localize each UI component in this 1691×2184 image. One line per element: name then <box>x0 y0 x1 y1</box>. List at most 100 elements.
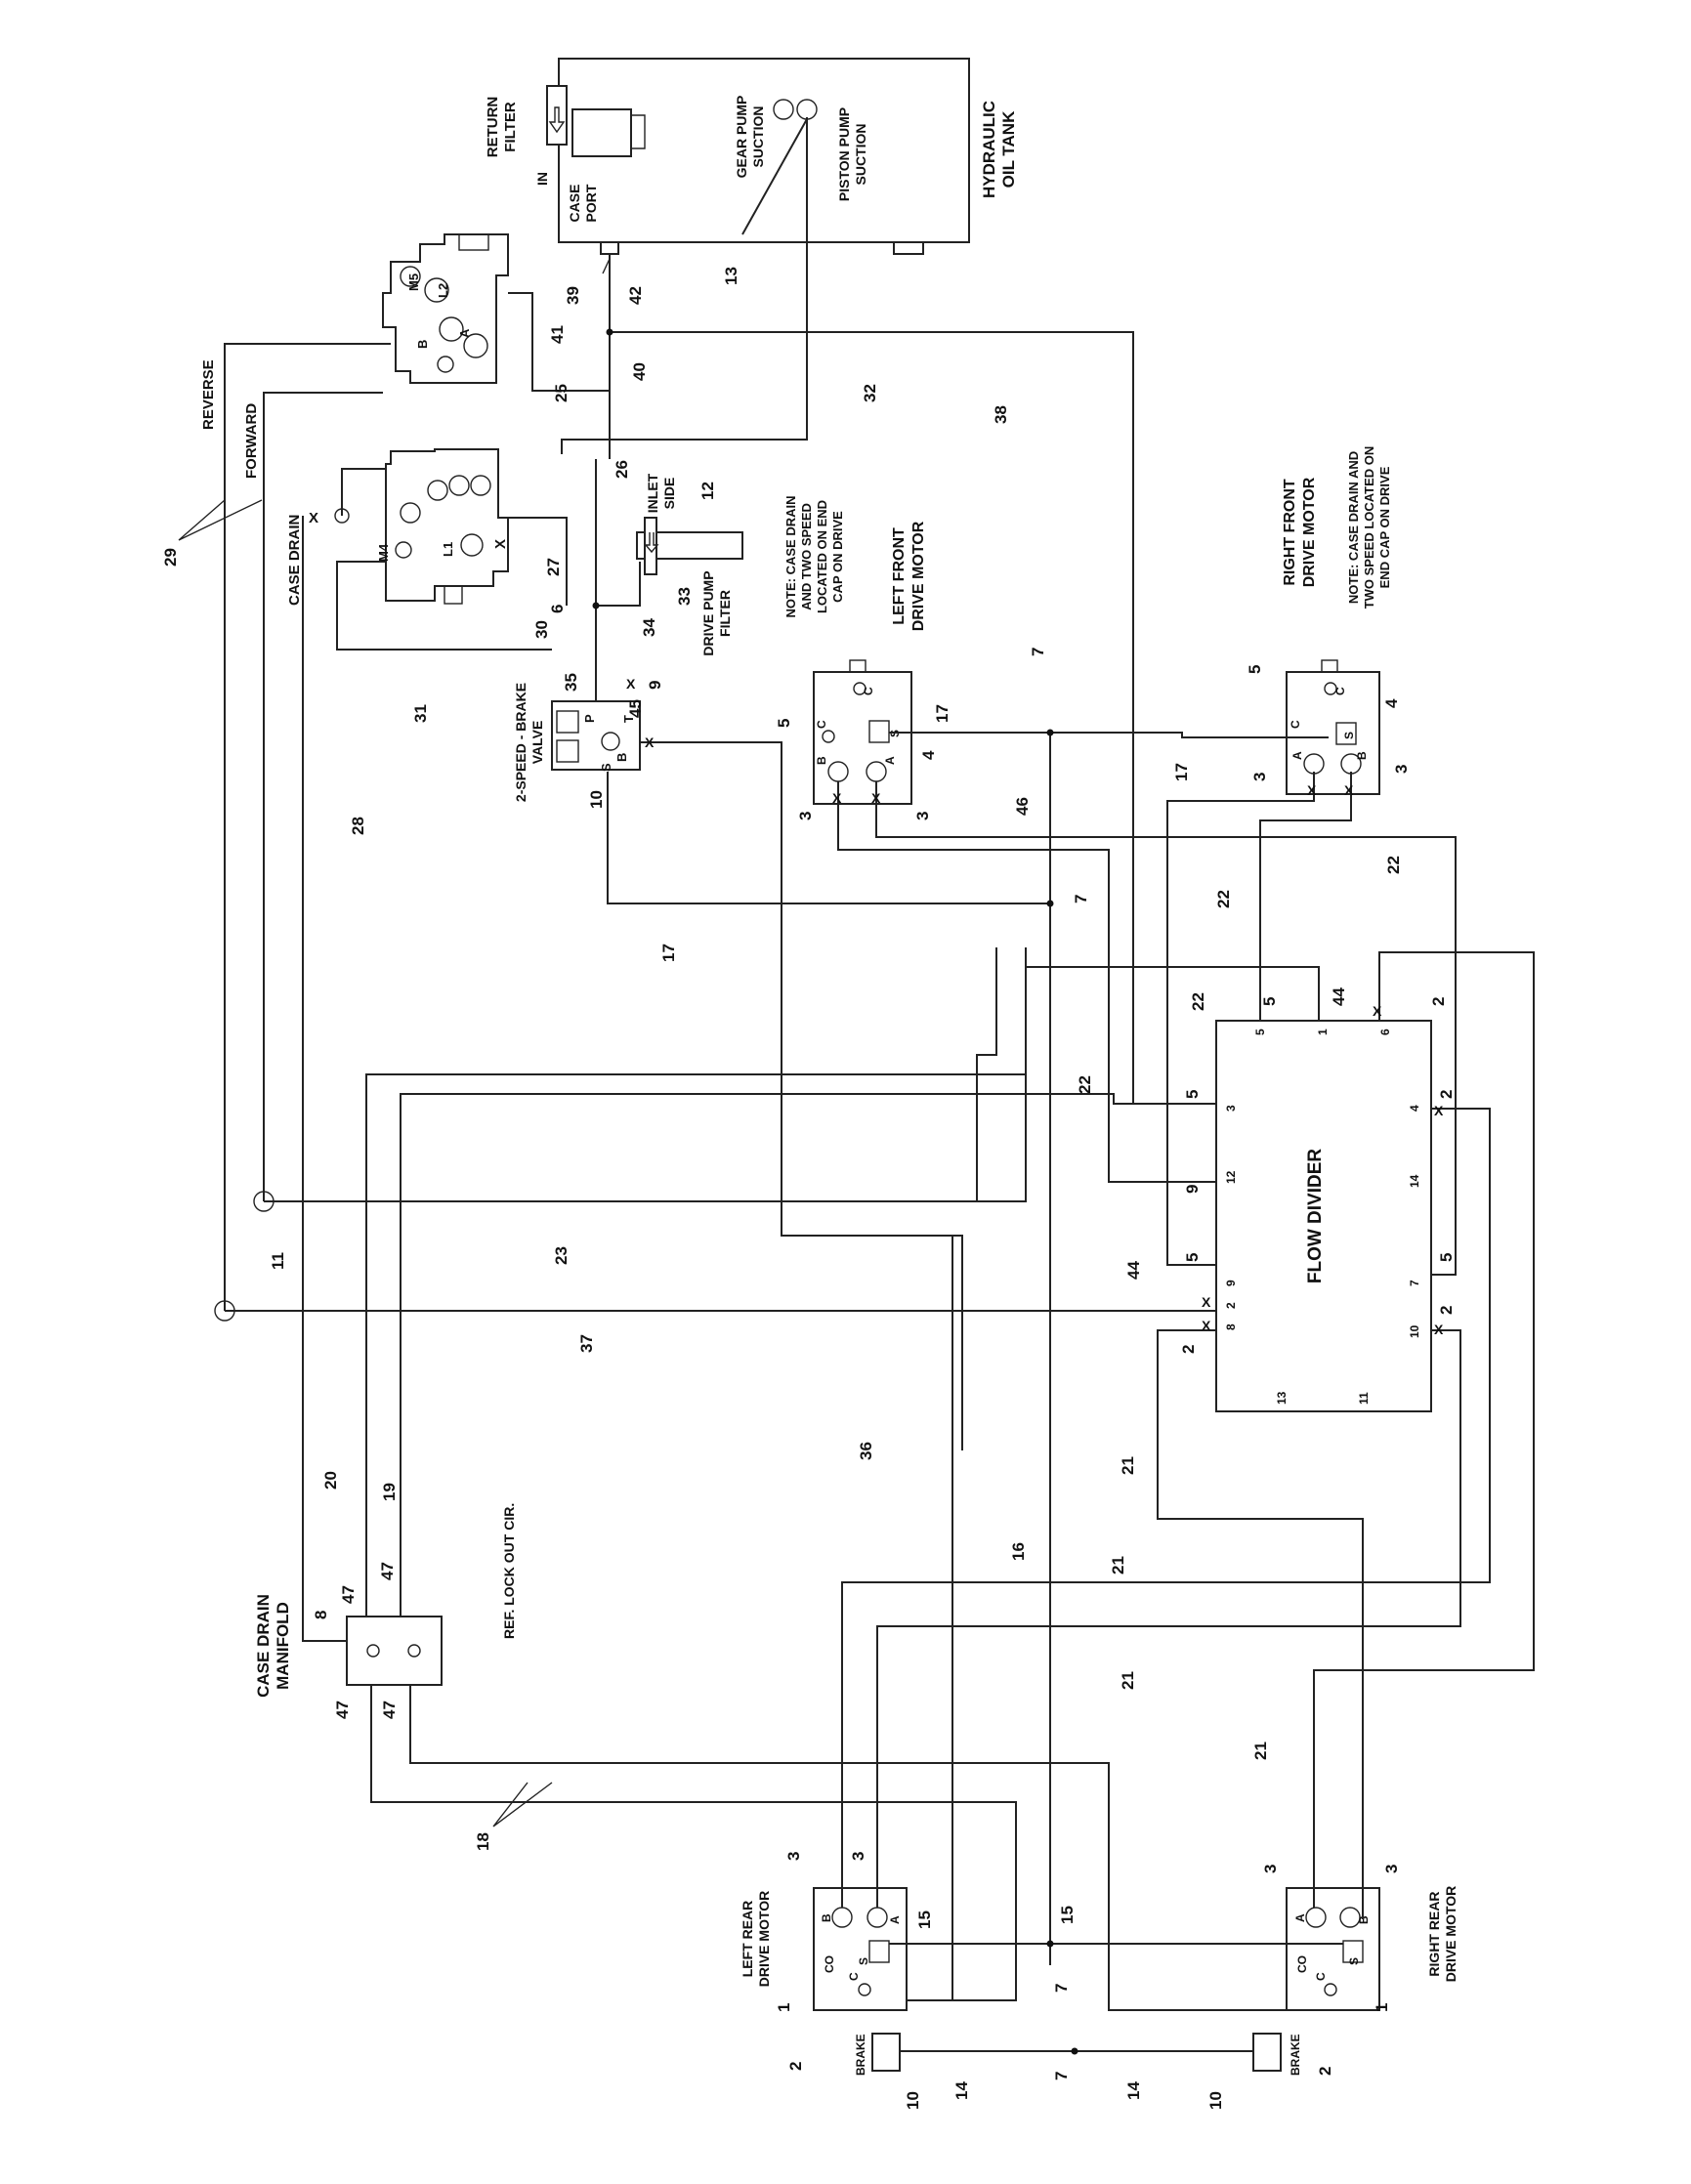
callout-14a: 14 <box>952 2081 971 2100</box>
fd-port-9: 9 <box>1224 1280 1238 1286</box>
fitting-case-drain <box>334 508 350 524</box>
callout-26: 26 <box>613 460 631 479</box>
x-mark-case-drain: X <box>309 510 318 526</box>
rf-title-1: RIGHT FRONT <box>1282 479 1298 586</box>
brake-right: BRAKE <box>1252 2033 1302 2076</box>
callout-2a: 2 <box>1429 997 1448 1006</box>
fd-port-10: 10 <box>1408 1324 1421 1338</box>
callout-17c: 17 <box>1172 763 1191 781</box>
lr-port-s: S <box>857 1957 870 1965</box>
callout-5a: 5 <box>775 719 793 728</box>
callout-3d: 3 <box>1392 765 1411 774</box>
callout-31: 31 <box>411 704 430 723</box>
x-mark-lf-a: X <box>871 790 881 806</box>
callout-3g: 3 <box>1261 1865 1280 1873</box>
tank-title-1: HYDRAULIC <box>980 101 998 198</box>
fittings <box>214 508 350 1322</box>
fd-port-11: 11 <box>1357 1392 1371 1405</box>
callout-8: 8 <box>312 1611 330 1619</box>
rf-port-a: A <box>1290 751 1304 760</box>
callout-5b: 5 <box>1246 665 1264 674</box>
port-a: A <box>457 328 472 338</box>
rf-port-c2: C <box>1289 720 1302 729</box>
callout-47b: 47 <box>378 1562 397 1580</box>
gear-pump-label-1: GEAR PUMP <box>734 96 749 179</box>
callout-7d: 7 <box>1052 2072 1071 2080</box>
callout-21c: 21 <box>1119 1671 1137 1690</box>
lf-title-2: DRIVE MOTOR <box>910 521 927 631</box>
callout-40: 40 <box>630 362 649 381</box>
callouts: 39 42 13 41 40 25 32 38 26 12 29 27 33 6… <box>161 267 1456 2110</box>
lr-port-co: CO <box>823 1955 836 1973</box>
fd-port-12: 12 <box>1224 1170 1238 1184</box>
fd-port-7: 7 <box>1408 1280 1421 1286</box>
callout-3h: 3 <box>1382 1865 1401 1873</box>
callout-18: 18 <box>474 1832 492 1851</box>
drive-pump-filter: DRIVE PUMP FILTER INLET SIDE <box>636 473 743 656</box>
fd-port-5: 5 <box>1253 1029 1267 1035</box>
x-mark-valve-45: X <box>645 735 655 750</box>
callout-30: 30 <box>532 620 551 639</box>
callout-39: 39 <box>564 286 582 305</box>
rr-port-a: A <box>1293 1913 1307 1922</box>
callout-29: 29 <box>161 548 180 567</box>
callout-3b: 3 <box>913 812 932 820</box>
callout-47c: 47 <box>333 1701 352 1719</box>
callout-20: 20 <box>321 1471 340 1490</box>
fd-port-6: 6 <box>1378 1029 1392 1035</box>
callout-32: 32 <box>861 384 879 402</box>
inlet-side-2: SIDE <box>661 478 677 510</box>
callout-38: 38 <box>992 405 1010 424</box>
callout-14b: 14 <box>1124 2081 1143 2100</box>
lf-note-2: AND TWO SPEED <box>799 503 814 610</box>
lf-note-4: CAP ON DRIVE <box>830 511 845 603</box>
callout-3f: 3 <box>849 1852 867 1861</box>
rr-port-c: C <box>1314 1972 1328 1981</box>
port-l1: L1 <box>441 542 455 557</box>
line-labels: REVERSE FORWARD CASE DRAIN X X X X X X X… <box>200 359 1444 1337</box>
lr-port-c: C <box>847 1972 861 1981</box>
callout-45: 45 <box>626 699 645 718</box>
rr-title-1: RIGHT REAR <box>1426 1891 1442 1976</box>
case-drain-manifold: CASE DRAIN MANIFOLD REF. LOCK OUT CIR. <box>254 1503 517 1698</box>
case-port-label-2: PORT <box>583 184 599 222</box>
valve-port-t: T <box>621 715 636 723</box>
callout-44b: 44 <box>1124 1261 1143 1280</box>
flow-divider-title: FLOW DIVIDER <box>1305 1149 1326 1284</box>
valve-port-p: P <box>582 714 597 723</box>
callout-3a: 3 <box>796 812 815 820</box>
tank-title-2: OIL TANK <box>999 110 1018 188</box>
callout-9: 9 <box>646 681 664 690</box>
x-mark-fd-10: X <box>1434 1322 1444 1337</box>
brake-left-label: BRAKE <box>854 2034 867 2076</box>
callout-41: 41 <box>548 325 567 344</box>
callout-34: 34 <box>640 618 658 637</box>
callout-7a: 7 <box>1029 648 1047 656</box>
brake-valve: P T S B 2-SPEED - BRAKE VALVE <box>513 683 641 802</box>
rr-port-s: S <box>1347 1957 1361 1965</box>
hydraulic-oil-tank: HYDRAULIC OIL TANK RETURN FILTER IN CASE… <box>485 58 1018 255</box>
callout-21d: 21 <box>1251 1742 1270 1760</box>
callout-10a: 10 <box>587 790 606 809</box>
hydraulic-lines <box>224 117 1535 2052</box>
callout-2b: 2 <box>1437 1090 1456 1099</box>
return-filter-label-1: RETURN <box>485 97 501 158</box>
rf-port-c1: C <box>1333 687 1347 695</box>
callout-25: 25 <box>552 384 571 402</box>
valve-port-s: S <box>599 763 613 772</box>
callout-9b: 9 <box>1183 1185 1202 1194</box>
valve-title-1: 2-SPEED - BRAKE <box>513 683 528 802</box>
callout-10b: 10 <box>904 2091 922 2110</box>
manifold-title-1: CASE DRAIN <box>254 1594 273 1698</box>
callout-33: 33 <box>675 587 694 606</box>
rr-port-b: B <box>1357 1915 1371 1924</box>
lockout-ref: REF. LOCK OUT CIR. <box>501 1503 517 1639</box>
fd-port-1: 1 <box>1316 1029 1330 1035</box>
manifold-title-2: MANIFOLD <box>274 1602 292 1690</box>
lr-title-2: DRIVE MOTOR <box>756 1891 772 1988</box>
rf-note-3: END CAP ON DRIVE <box>1377 466 1392 588</box>
lr-port-b: B <box>820 1913 833 1922</box>
callout-11: 11 <box>269 1252 287 1270</box>
rr-port-co: CO <box>1295 1955 1309 1973</box>
